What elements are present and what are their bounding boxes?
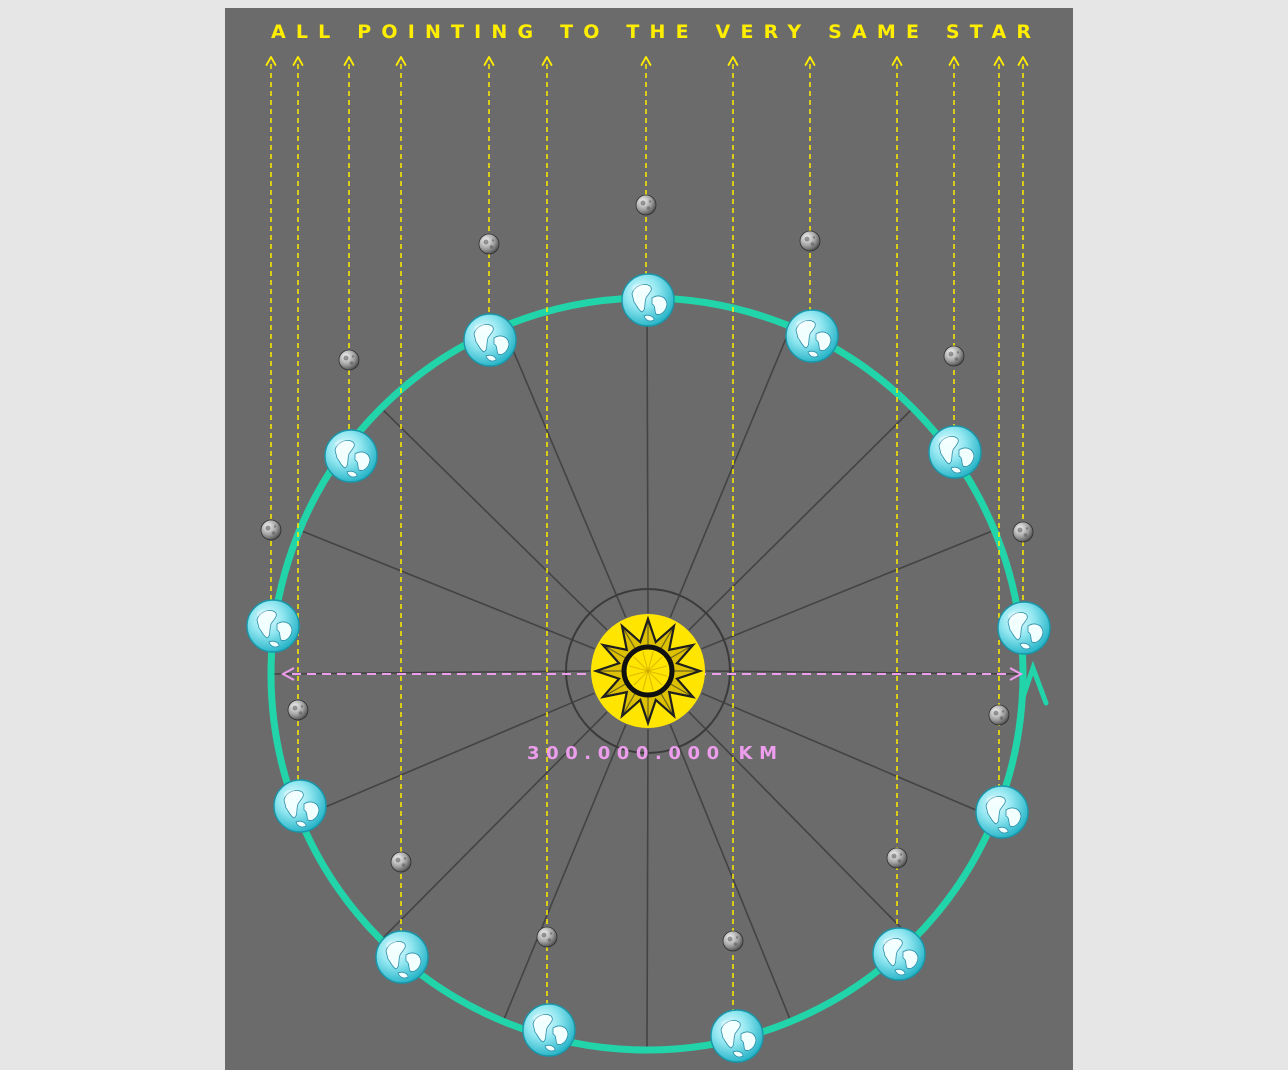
moon-crater: [492, 239, 494, 241]
moon-icon: [339, 350, 359, 370]
moon-icon: [989, 705, 1009, 725]
moon-crater: [1026, 527, 1028, 529]
earth-icon: [786, 310, 838, 362]
earth-icon: [376, 931, 428, 983]
earth-highlight: [796, 320, 810, 328]
earth-highlight: [257, 610, 271, 618]
earth-highlight: [284, 790, 298, 798]
earth-highlight: [986, 796, 1000, 804]
moon-crater: [404, 857, 406, 859]
moon-crater: [813, 236, 815, 238]
earth-icon: [247, 600, 299, 652]
moon-disc: [479, 234, 499, 254]
moon-crater: [811, 242, 815, 246]
moon-disc: [261, 520, 281, 540]
earth-icon: [464, 314, 516, 366]
earth-highlight: [474, 324, 488, 332]
moon-crater: [301, 705, 303, 707]
moon-disc: [636, 195, 656, 215]
moon-crater: [550, 932, 552, 934]
moon-crater: [641, 201, 646, 206]
earth-icon: [325, 430, 377, 482]
orbit-spoke: [647, 729, 648, 1050]
earth-highlight: [386, 941, 400, 949]
moon-icon: [537, 927, 557, 947]
moon-crater: [1024, 533, 1028, 537]
moon-crater: [352, 355, 354, 357]
moon-crater: [957, 351, 959, 353]
moon-disc: [537, 927, 557, 947]
earth-icon: [929, 426, 981, 478]
moon-crater: [892, 854, 897, 859]
moon-crater: [649, 200, 651, 202]
earth-highlight: [335, 440, 349, 448]
moon-disc: [989, 705, 1009, 725]
earth-highlight: [533, 1014, 547, 1022]
moon-crater: [1002, 710, 1004, 712]
moon-crater: [900, 853, 902, 855]
moon-crater: [728, 937, 733, 942]
moon-crater: [344, 356, 349, 361]
moon-icon: [288, 700, 308, 720]
diagram-title: ALL POINTING TO THE VERY SAME STAR: [271, 21, 1031, 43]
moon-crater: [805, 237, 810, 242]
earth-icon: [711, 1010, 763, 1062]
moon-disc: [1013, 522, 1033, 542]
moon-crater: [994, 711, 999, 716]
moon-disc: [339, 350, 359, 370]
earth-highlight: [721, 1020, 735, 1028]
earth-highlight: [883, 938, 897, 946]
moon-crater: [272, 531, 276, 535]
moon-crater: [734, 942, 738, 946]
moon-icon: [944, 346, 964, 366]
moon-icon: [887, 848, 907, 868]
moon-crater: [274, 525, 276, 527]
moon-crater: [955, 357, 959, 361]
earth-icon: [622, 274, 674, 326]
moon-disc: [288, 700, 308, 720]
moon-crater: [949, 352, 954, 357]
moon-disc: [887, 848, 907, 868]
moon-disc: [800, 231, 820, 251]
moon-icon: [391, 852, 411, 872]
moon-icon: [1013, 522, 1033, 542]
sun-icon: [591, 614, 705, 728]
moon-crater: [542, 933, 547, 938]
moon-disc: [723, 931, 743, 951]
moon-disc: [391, 852, 411, 872]
moon-crater: [402, 863, 406, 867]
orbit-spoke: [647, 298, 648, 613]
moon-crater: [898, 859, 902, 863]
moon-icon: [723, 931, 743, 951]
moon-icon: [800, 231, 820, 251]
earth-icon: [976, 786, 1028, 838]
moon-crater: [647, 206, 651, 210]
moon-icon: [636, 195, 656, 215]
earth-icon: [523, 1004, 575, 1056]
earth-icon: [274, 780, 326, 832]
moon-disc: [944, 346, 964, 366]
moon-crater: [350, 361, 354, 365]
earth-highlight: [1008, 612, 1022, 620]
moon-crater: [484, 240, 489, 245]
moon-icon: [479, 234, 499, 254]
moon-crater: [490, 245, 494, 249]
earth-highlight: [632, 284, 646, 292]
moon-icon: [261, 520, 281, 540]
earth-icon: [873, 928, 925, 980]
moon-crater: [293, 706, 298, 711]
moon-crater: [1018, 528, 1023, 533]
moon-crater: [396, 858, 401, 863]
earth-highlight: [939, 436, 953, 444]
earth-icon: [998, 602, 1050, 654]
moon-crater: [299, 711, 303, 715]
moon-crater: [548, 938, 552, 942]
moon-crater: [1000, 716, 1004, 720]
moon-crater: [736, 936, 738, 938]
moon-crater: [266, 526, 271, 531]
